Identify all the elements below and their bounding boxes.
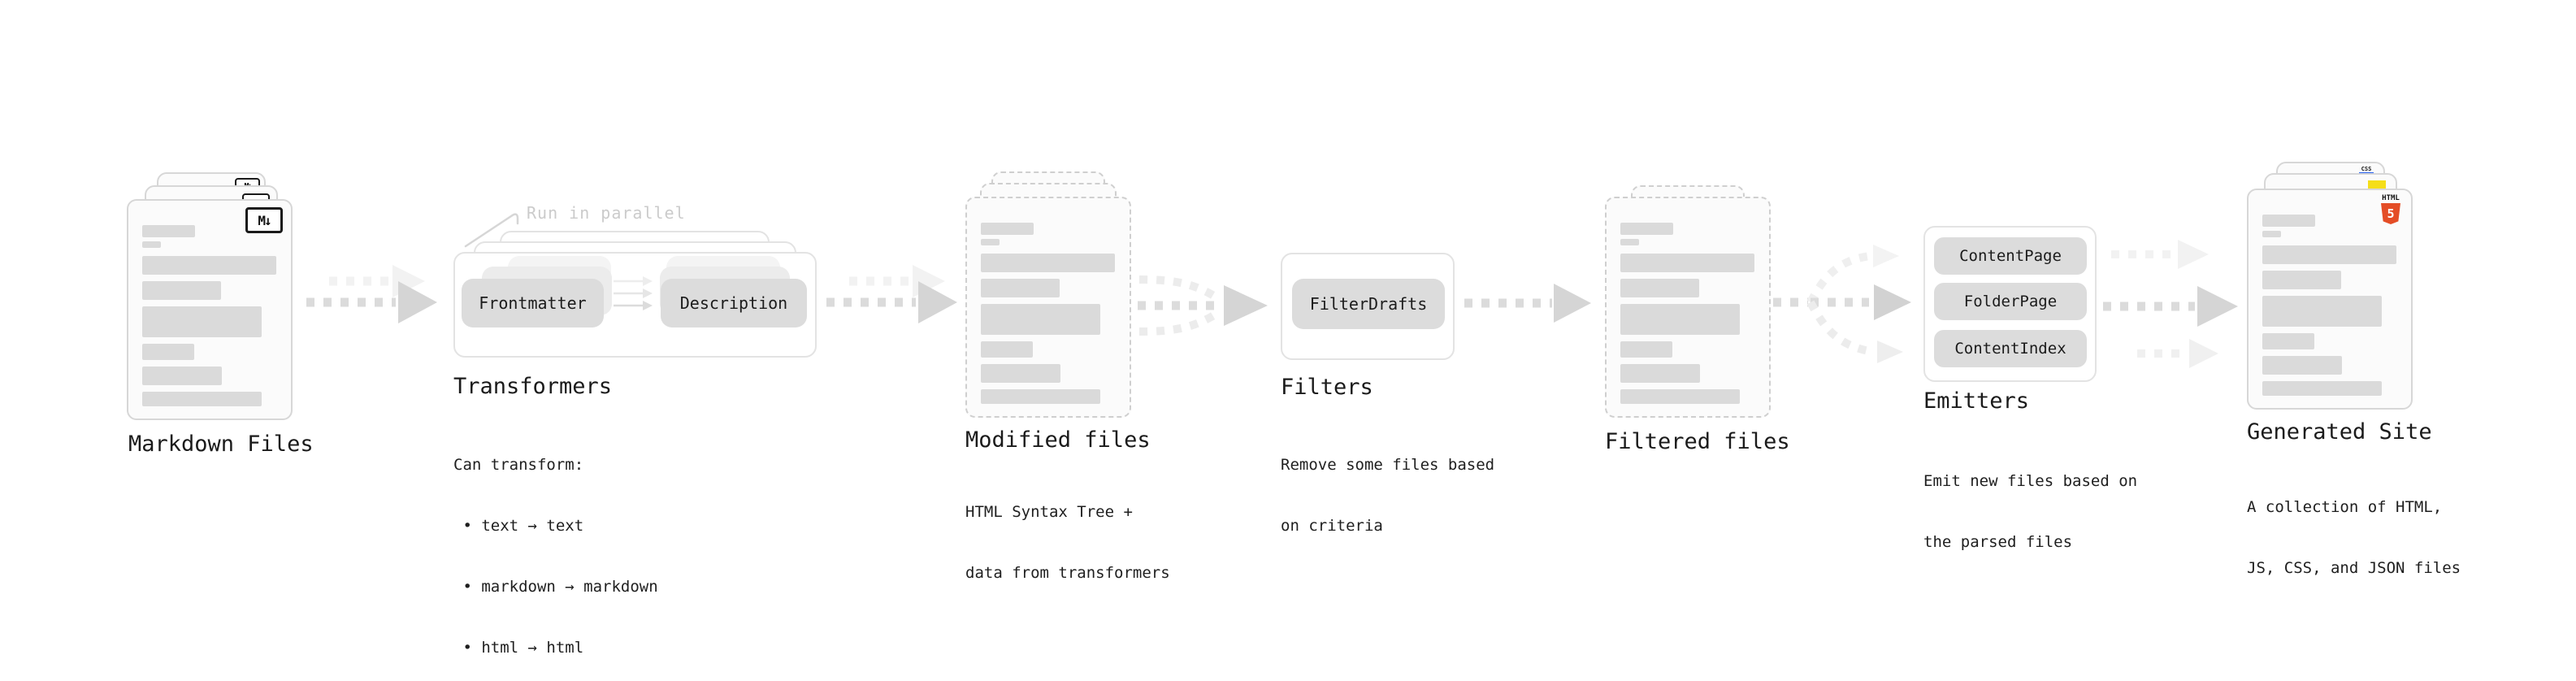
js-icon	[2368, 180, 2386, 191]
mini-arrow	[614, 288, 653, 298]
plugin-frontmatter: Frontmatter	[462, 279, 604, 327]
flow-arrow-modified-to-filters	[1138, 275, 1268, 336]
flow-arrow-emitters-top	[2111, 240, 2209, 269]
caption-line: • text → text	[453, 517, 584, 535]
generated-site-caption: A collection of HTML, JS, CSS, and JSON …	[2247, 457, 2461, 619]
filters-caption: Remove some files based on criteria	[1281, 414, 1494, 577]
markdown-icon: M↓	[245, 207, 283, 233]
caption-line: • markdown → markdown	[453, 578, 658, 596]
plugin-folderpage: FolderPage	[1934, 283, 2087, 320]
file-content-bars	[981, 223, 1115, 404]
modified-files-heading: Modified files	[965, 427, 1151, 453]
caption-line: on criteria	[1281, 517, 1383, 535]
file-content-bars	[142, 225, 276, 406]
mini-arrow	[614, 301, 653, 310]
flow-arrow-transformers-to-modified	[826, 265, 957, 323]
html5-icon-label: HTML	[2382, 194, 2400, 202]
flow-arrow-filtered-to-emitters	[1773, 245, 1911, 363]
css-icon-label: CSS	[2361, 166, 2372, 172]
filtered-files-heading: Filtered files	[1605, 429, 1790, 454]
caption-line: Emit new files based on	[1923, 472, 2138, 490]
caption-line: • html → html	[453, 639, 584, 657]
callout-line	[464, 213, 519, 248]
modified-file-card-front	[965, 197, 1131, 418]
plugin-description: Description	[661, 279, 807, 327]
caption-line: A collection of HTML,	[2247, 498, 2443, 516]
caption-line: JS, CSS, and JSON files	[2247, 559, 2461, 577]
file-content-bars	[1620, 223, 1754, 404]
plugin-filterdrafts: FilterDrafts	[1292, 279, 1445, 329]
markdown-file-card-front: M↓	[127, 199, 293, 420]
caption-line: the parsed files	[1923, 533, 2073, 551]
html5-icon-shield: 5	[2381, 203, 2400, 224]
emitters-caption: Emit new files based on the parsed files	[1923, 431, 2137, 593]
caption-line: Remove some files based	[1281, 456, 1495, 474]
generated-file-card-front: HTML 5	[2247, 189, 2413, 410]
flow-arrow-emitters-bottom	[2137, 339, 2218, 368]
transformers-caption: Can transform: • text → text • markdown …	[453, 414, 658, 681]
mini-arrow	[614, 276, 653, 286]
caption-line: Can transform:	[453, 456, 584, 474]
plugin-contentindex: ContentIndex	[1934, 330, 2087, 367]
emitters-heading: Emitters	[1923, 388, 2030, 414]
filtered-file-card-front	[1605, 197, 1771, 418]
generated-site-heading: Generated Site	[2247, 419, 2432, 445]
file-content-bars	[2262, 215, 2396, 396]
caption-line: data from transformers	[965, 564, 1170, 582]
modified-files-caption: HTML Syntax Tree + data from transformer…	[965, 462, 1170, 624]
plugin-contentpage: ContentPage	[1934, 237, 2087, 275]
run-in-parallel-note: Run in parallel	[527, 203, 686, 223]
filters-heading: Filters	[1281, 375, 1373, 400]
flow-arrow-emitters-mid	[2103, 286, 2238, 327]
flow-arrow-markdown-to-transformers	[306, 265, 437, 323]
caption-line: HTML Syntax Tree +	[965, 503, 1133, 521]
html5-icon: HTML 5	[2380, 194, 2401, 224]
transformers-heading: Transformers	[453, 374, 613, 399]
flow-arrow-filters-to-filtered	[1464, 284, 1591, 323]
markdown-files-label: Markdown Files	[128, 432, 314, 457]
